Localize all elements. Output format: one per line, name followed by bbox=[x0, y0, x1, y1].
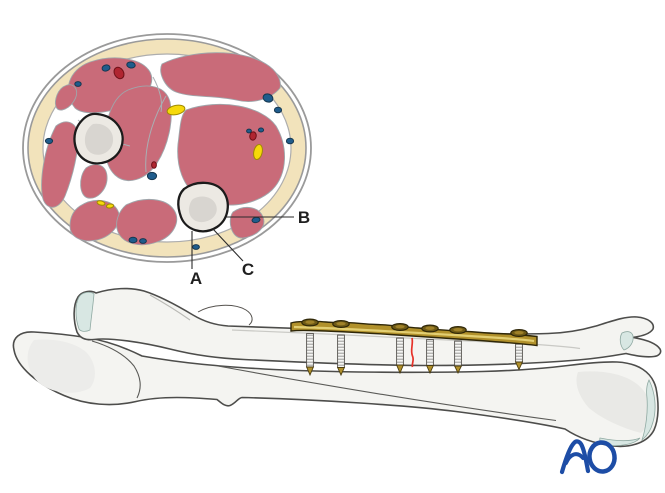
muscle-shape bbox=[80, 164, 108, 199]
screw-head bbox=[421, 324, 439, 333]
ao-logo-letter-a bbox=[559, 439, 591, 475]
bone-contour-line bbox=[197, 304, 253, 326]
screw-head bbox=[332, 320, 350, 329]
cartilage-olecranon bbox=[75, 291, 95, 332]
artery-dots bbox=[113, 66, 257, 169]
muscle-shape bbox=[177, 104, 285, 206]
bone-shading-line bbox=[149, 294, 191, 321]
muscle-shape bbox=[229, 206, 265, 239]
ao-logo-letter-o bbox=[587, 440, 617, 474]
screw-head bbox=[301, 318, 319, 327]
ao-logo: AO bbox=[559, 439, 617, 475]
bone-screw bbox=[425, 339, 435, 375]
nerve-dots bbox=[96, 104, 263, 209]
ao-logo-letter-a-crossbar bbox=[564, 452, 585, 465]
bone-contour-line bbox=[217, 365, 557, 422]
muscle-shape bbox=[116, 199, 178, 246]
fracture-line bbox=[410, 337, 415, 368]
muscle-shape bbox=[69, 200, 120, 242]
label-line-c bbox=[212, 228, 244, 262]
bone-cross-section-ulna bbox=[177, 181, 229, 233]
label-c: C bbox=[242, 260, 254, 279]
screw-group bbox=[305, 333, 524, 377]
plate-highlight bbox=[293, 325, 535, 343]
screw-head bbox=[391, 323, 409, 332]
long-bone-lower bbox=[12, 331, 659, 448]
muscle-group bbox=[41, 52, 285, 246]
annotation-lines bbox=[191, 216, 294, 269]
long-bone-upper bbox=[73, 287, 662, 367]
screw-head bbox=[449, 326, 467, 335]
cartilage-sliver bbox=[641, 379, 656, 442]
cross-section-illustration: A B C bbox=[22, 33, 312, 288]
bone-plate bbox=[290, 318, 538, 347]
muscle-shape bbox=[54, 84, 78, 111]
bone-shading bbox=[27, 339, 95, 393]
bone-contour-line bbox=[91, 340, 141, 399]
label-b: B bbox=[298, 208, 310, 227]
bone-screw bbox=[305, 333, 315, 377]
cartilage-sliver bbox=[619, 331, 634, 351]
bone-screw bbox=[453, 340, 463, 375]
screw-heads bbox=[301, 318, 528, 338]
plated-bones-illustration bbox=[12, 287, 662, 448]
label-a: A bbox=[190, 269, 202, 288]
vein-dots bbox=[44, 61, 295, 250]
bone-screw bbox=[514, 343, 524, 371]
muscle-shape bbox=[103, 85, 172, 181]
bone-screw bbox=[395, 337, 405, 375]
bone-shading-line bbox=[231, 329, 581, 350]
bone-screw bbox=[336, 334, 346, 377]
bone-shading bbox=[576, 371, 650, 433]
screw-head bbox=[510, 329, 528, 338]
bone-cross-section-radius bbox=[73, 112, 124, 165]
